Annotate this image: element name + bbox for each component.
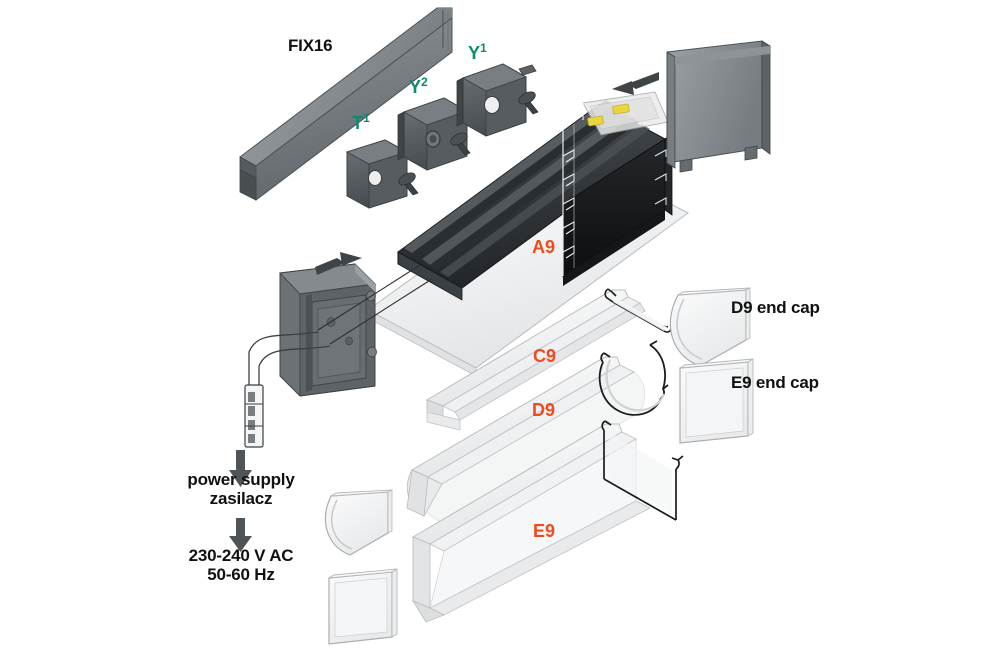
part-endcap-d9-small	[324, 489, 393, 556]
led-strip-assembly	[582, 91, 669, 136]
part-bracket-y1	[456, 63, 539, 137]
part-fix16-rail	[239, 7, 453, 202]
arrow-to-mains	[229, 518, 252, 552]
screw-t1	[398, 172, 419, 196]
assembly-guide-lines	[317, 264, 433, 345]
arrow-to-power-supply	[229, 450, 252, 487]
power-cable	[248, 331, 331, 385]
part-cover-e9	[411, 420, 684, 623]
power-connector	[244, 384, 264, 448]
part-bracket-y2	[397, 97, 478, 171]
part-cover-d9	[406, 340, 669, 525]
arrow-left-cap-insert	[315, 252, 362, 275]
part-cover-c9	[425, 288, 674, 431]
part-profile-a9	[367, 91, 689, 377]
part-endcap-e9-small	[328, 568, 398, 645]
part-bracket-t1	[345, 139, 419, 209]
arrow-right-cap-insert	[612, 72, 659, 95]
part-left-end-cap	[279, 263, 377, 397]
screw-y2	[450, 132, 471, 156]
part-endcap-d9	[669, 287, 751, 367]
part-right-end-cap	[666, 40, 771, 173]
screw-y1	[518, 91, 539, 115]
part-endcap-e9	[679, 358, 754, 444]
